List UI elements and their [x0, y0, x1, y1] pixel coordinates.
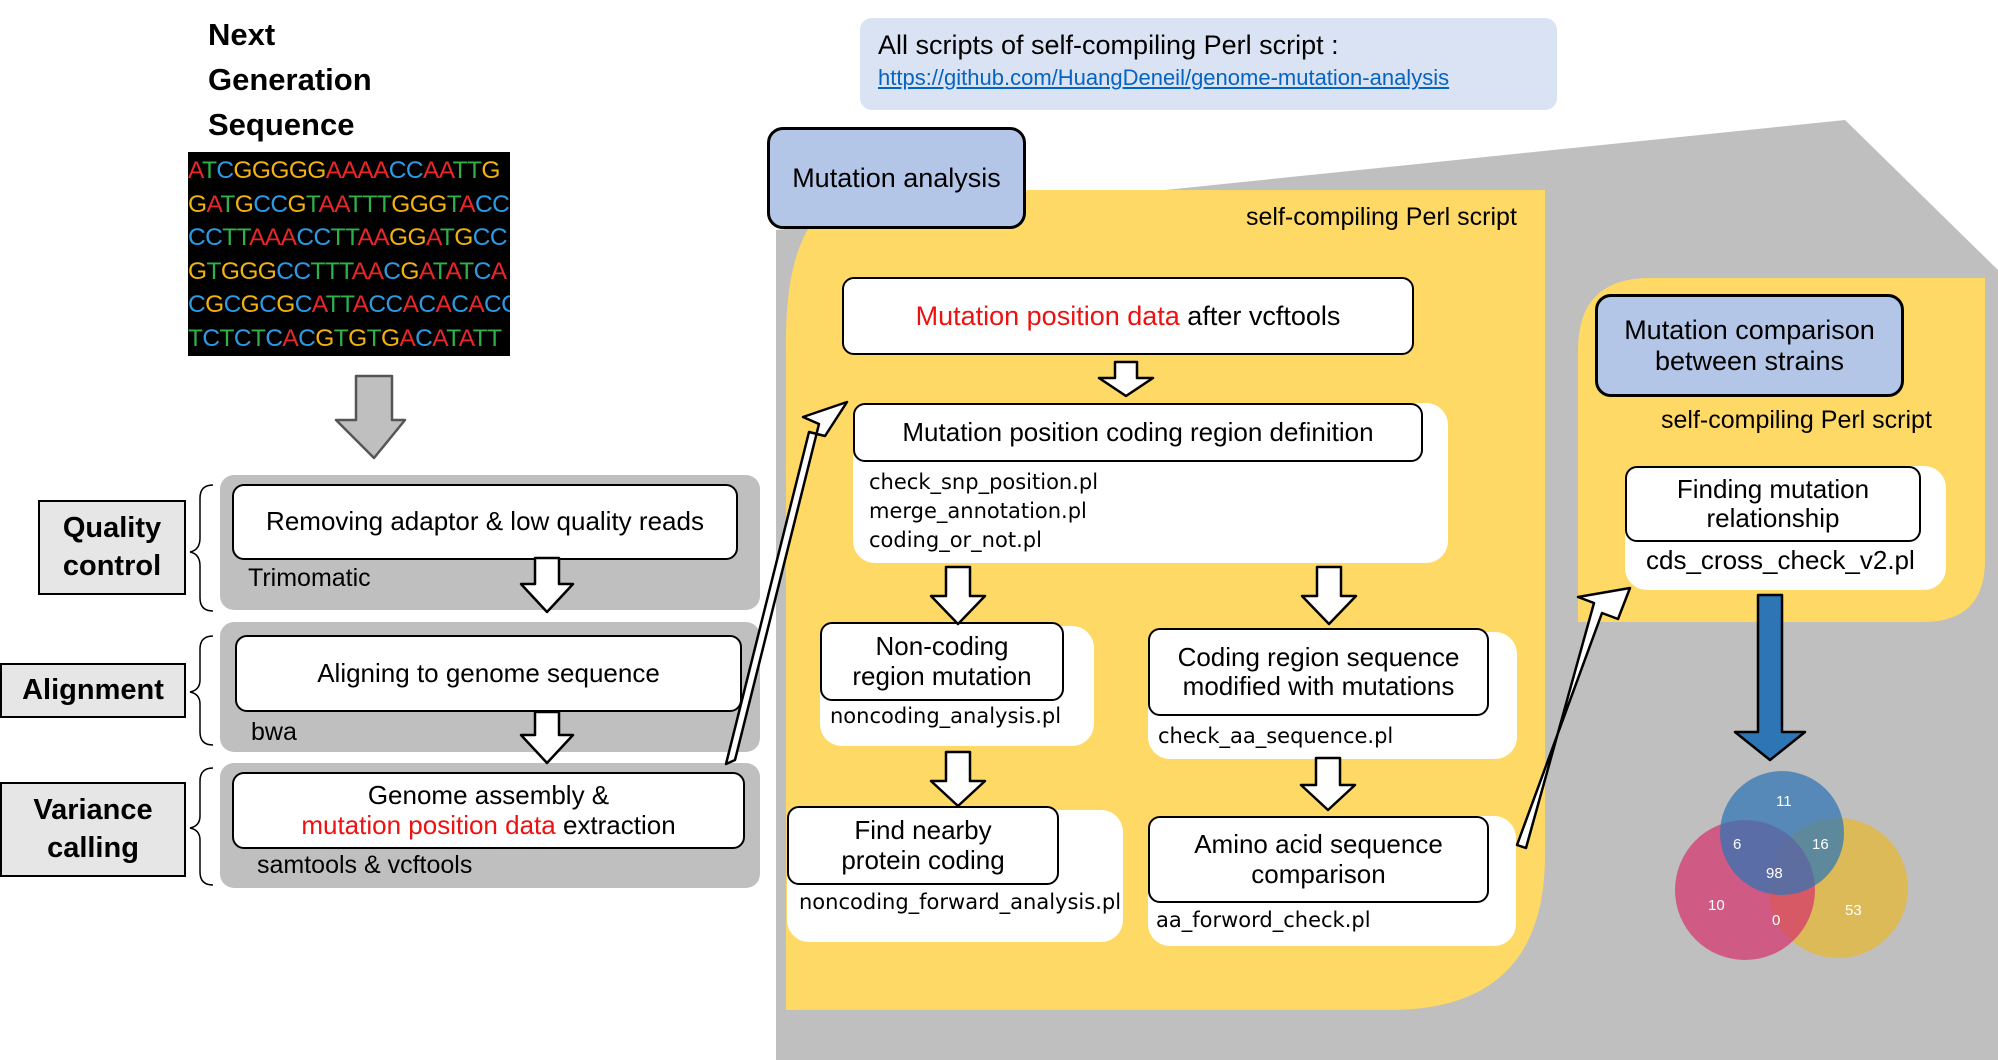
var-label-line: calling	[47, 831, 139, 864]
relationship-script: cds_cross_check_v2.pl	[1646, 545, 1915, 575]
dna-row: CGCGCGCATTACCACACACC	[188, 291, 510, 318]
align-step-text: Aligning to genome sequence	[317, 657, 660, 688]
coding-seq-line: modified with mutations	[1182, 671, 1455, 701]
dna-sequence-image: ATCGGGGGAAAACCAATTG GATGCCGTAATTTGGGTACC C…	[188, 152, 510, 356]
align-brace	[189, 635, 214, 746]
coding-seq-script: check_aa_sequence.pl	[1158, 724, 1394, 748]
dna-row: CCTTAAACCTTAAGGATGCC	[188, 224, 508, 251]
noncoding-line: region mutation	[852, 660, 1032, 691]
venn-value: 53	[1845, 902, 1862, 919]
aa-line: comparison	[1251, 858, 1386, 889]
down-arrow-white	[519, 710, 575, 765]
down-arrow-gray	[334, 374, 407, 460]
mutation-analysis-title: Mutation analysis	[767, 127, 1026, 229]
down-arrow-white	[929, 565, 987, 626]
relationship-line: Finding mutation	[1676, 473, 1870, 504]
qc-label-line: Quality	[62, 511, 162, 544]
dna-row: TCTCTCACGTGTGACATATT	[188, 324, 502, 352]
diagonal-arrow	[1515, 586, 1632, 850]
input-data-red: Mutation position data	[915, 300, 1180, 331]
ngs-title-line: Generation	[208, 62, 372, 97]
dna-row: ATCGGGGGAAAACCAATTG	[188, 157, 500, 184]
input-data-box: Mutation position data after vcftools	[842, 277, 1414, 355]
noncoding-line: Non-coding	[875, 631, 1009, 662]
var-label-line: Variance	[33, 793, 153, 826]
var-step-line1: Genome assembly &	[367, 780, 610, 811]
venn-value: 0	[1772, 912, 1780, 929]
down-arrow-white	[1300, 565, 1358, 626]
analysis-perl-label: self-compiling Perl script	[1246, 203, 1517, 231]
var-step-line2: mutation position data extraction	[301, 809, 676, 840]
venn-value: 98	[1766, 865, 1783, 882]
var-brace	[189, 767, 214, 886]
script-name: check_snp_position.pl	[869, 470, 1099, 494]
alignment-label: Alignment	[0, 663, 186, 718]
input-data-rest: after vcftools	[1179, 300, 1341, 331]
var-step-rest: extraction	[555, 809, 676, 840]
qc-label-line: control	[62, 549, 162, 582]
var-step-box: Genome assembly & mutation position data…	[232, 772, 745, 849]
github-note: All scripts of self-compiling Perl scrip…	[860, 18, 1557, 110]
github-link[interactable]: https://github.com/HuangDeneil/genome-mu…	[878, 65, 1450, 90]
venn-value: 11	[1776, 793, 1792, 810]
alignment-label-text: Alignment	[22, 673, 164, 706]
aa-script: aa_forword_check.pl	[1156, 908, 1371, 932]
noncoding-script: noncoding_analysis.pl	[830, 704, 1062, 728]
quality-control-label: Quality control	[38, 500, 186, 595]
align-tool: bwa	[251, 718, 297, 746]
script-name: merge_annotation.pl	[869, 499, 1087, 523]
align-step-box: Aligning to genome sequence	[235, 635, 742, 712]
variance-calling-label: Variance calling	[0, 782, 186, 877]
coding-seq-line: Coding region sequence	[1177, 641, 1460, 672]
nearby-line: protein coding	[841, 844, 1005, 875]
comparison-title-line: Mutation comparison	[1624, 315, 1875, 346]
ngs-title-line: Next	[208, 17, 276, 52]
venn-value: 10	[1708, 897, 1725, 914]
down-arrow-white	[1299, 756, 1357, 812]
venn-value: 16	[1812, 836, 1829, 853]
aa-line: Amino acid sequence	[1194, 829, 1443, 860]
qc-tool: Trimomatic	[248, 564, 371, 592]
coding-def-title: Mutation position coding region definiti…	[902, 416, 1374, 447]
qc-step-box: Removing adaptor & low quality reads	[232, 484, 738, 560]
down-arrow-white	[1097, 360, 1155, 398]
var-tool: samtools & vcftools	[257, 851, 473, 879]
venn-circle-top	[1720, 771, 1844, 895]
down-arrow-blue	[1733, 593, 1807, 762]
github-label: All scripts of self-compiling Perl scrip…	[878, 30, 1339, 60]
mutation-analysis-title-text: Mutation analysis	[792, 162, 1001, 193]
comparison-title-line: between strains	[1654, 345, 1845, 376]
down-arrow-white	[929, 750, 987, 808]
ngs-title-line: Sequence	[208, 107, 355, 142]
ngs-title: Next Generation Sequence	[208, 12, 372, 147]
dna-row: GTGGGCCTTTAACGATATCA	[188, 257, 507, 285]
diagonal-arrow	[724, 400, 849, 766]
relationship-line: relationship	[1706, 503, 1840, 533]
dna-row: GATGCCGTAATTTGGGTACC	[188, 190, 510, 218]
nearby-script: noncoding_forward_analysis.pl	[799, 890, 1122, 914]
coding-def-scripts: check_snp_position.pl merge_annotation.p…	[869, 468, 1098, 555]
comparison-perl-label: self-compiling Perl script	[1661, 406, 1932, 434]
nearby-line: Find nearby	[854, 815, 992, 846]
qc-step-text: Removing adaptor & low quality reads	[266, 506, 704, 537]
venn-diagram: 11 6 16 98 10 0 53	[1675, 771, 1908, 960]
script-name: coding_or_not.pl	[869, 528, 1042, 552]
coding-def-box: Mutation position coding region definiti…	[853, 403, 1423, 462]
qc-brace	[189, 484, 214, 612]
var-step-red: mutation position data	[301, 809, 556, 840]
down-arrow-white	[519, 556, 575, 614]
analysis-yellow-region	[786, 190, 1545, 1010]
venn-value: 6	[1733, 836, 1741, 853]
